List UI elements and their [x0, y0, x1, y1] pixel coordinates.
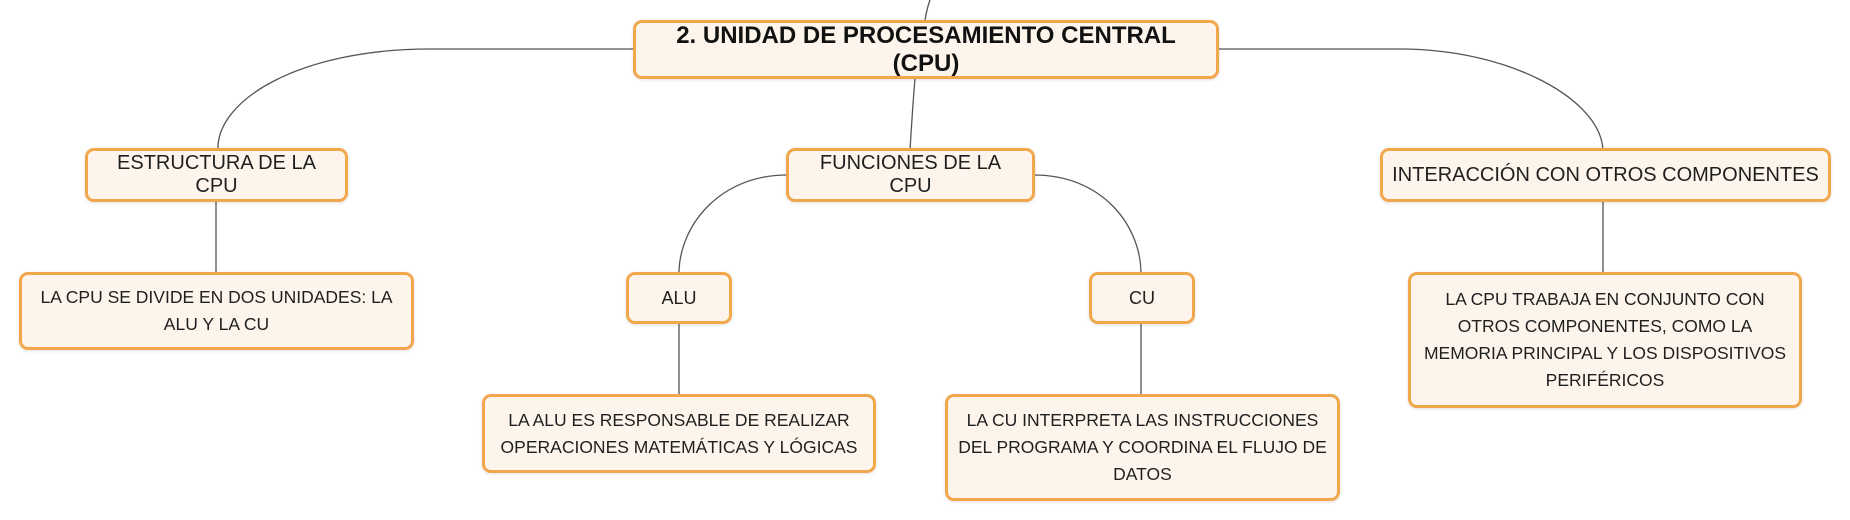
subtopic-cu-detail[interactable]: LA CU INTERPRETA LAS INSTRUCCIONES DEL P…: [945, 394, 1340, 501]
topic-funciones-label: FUNCIONES DE LA CPU: [819, 152, 1002, 197]
connector-root-to-funciones: [909, 77, 916, 152]
connector-funciones-to-alu: [678, 174, 788, 273]
root-topic-label: 2. UNIDAD DE PROCESAMIENTO CENTRAL (CPU): [676, 21, 1176, 77]
connector-parent-to-root: [924, 0, 931, 21]
topic-funciones-de-la-cpu[interactable]: FUNCIONES DE LA CPU: [786, 148, 1035, 202]
connector-root-to-estructura: [217, 48, 633, 152]
subtopic-alu-label: ALU: [661, 287, 697, 308]
connector-funciones-to-cu: [1033, 174, 1142, 273]
subtopic-interaccion-detail[interactable]: LA CPU TRABAJA EN CONJUNTO CON OTROS COM…: [1408, 272, 1802, 408]
subtopic-estructura-detail[interactable]: LA CPU SE DIVIDE EN DOS UNIDADES: LA ALU…: [19, 272, 414, 350]
subtopic-cu[interactable]: CU: [1089, 272, 1195, 324]
subtopic-estructura-detail-text: LA CPU SE DIVIDE EN DOS UNIDADES: LA ALU…: [40, 287, 393, 334]
subtopic-alu[interactable]: ALU: [626, 272, 732, 324]
subtopic-cu-label: CU: [1129, 287, 1155, 308]
topic-estructura-label: ESTRUCTURA DE LA CPU: [117, 152, 316, 197]
subtopic-cu-detail-text: LA CU INTERPRETA LAS INSTRUCCIONES DEL P…: [958, 410, 1327, 484]
subtopic-interaccion-detail-text: LA CPU TRABAJA EN CONJUNTO CON OTROS COM…: [1423, 289, 1787, 390]
subtopic-alu-detail-text: LA ALU ES RESPONSABLE DE REALIZAR OPERAC…: [500, 409, 858, 457]
connector-root-to-interaccion: [1219, 48, 1604, 152]
subtopic-alu-detail[interactable]: LA ALU ES RESPONSABLE DE REALIZAR OPERAC…: [482, 394, 876, 473]
topic-interaccion-con-otros-componentes[interactable]: INTERACCIÓN CON OTROS COMPONENTES: [1380, 148, 1831, 202]
root-topic-node[interactable]: 2. UNIDAD DE PROCESAMIENTO CENTRAL (CPU): [633, 20, 1219, 79]
topic-estructura-de-la-cpu[interactable]: ESTRUCTURA DE LA CPU: [85, 148, 348, 202]
topic-interaccion-label: INTERACCIÓN CON OTROS COMPONENTES: [1392, 163, 1819, 186]
